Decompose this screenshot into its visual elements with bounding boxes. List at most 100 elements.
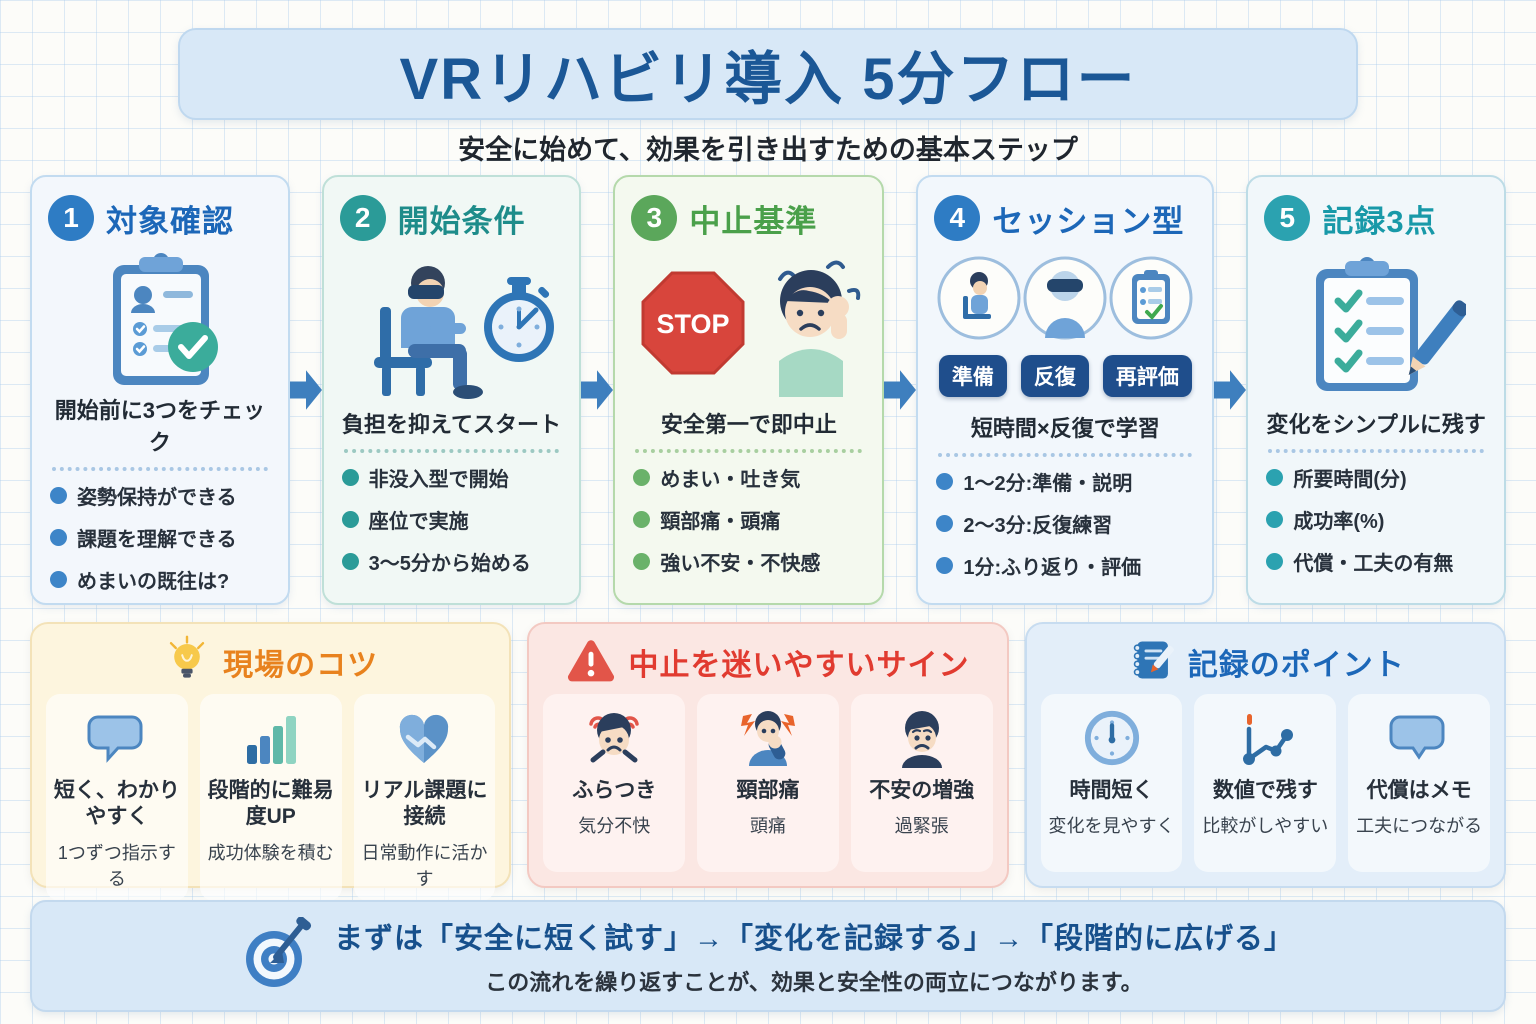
- sign-card-dizzy: ふらつき 気分不快: [543, 694, 686, 872]
- svg-text:STOP: STOP: [657, 309, 730, 339]
- step5-title: 記録3点: [1322, 203, 1437, 239]
- speech-bubble-icon: [1388, 706, 1450, 770]
- divider: [52, 467, 268, 471]
- record-card-title: 数値で残す: [1212, 779, 1318, 802]
- tip-card-difficulty: 段階的に難易度UP 成功体験を積む: [199, 694, 342, 901]
- bullet-dot: [633, 553, 651, 570]
- step4-title: セッション型: [992, 203, 1185, 239]
- footer-banner: まずは「安全に短く試す」→「変化を記録する」→「段階的に広げる」 この流れを繰り…: [30, 900, 1506, 1012]
- step-card-2: 2 開始条件: [321, 175, 582, 605]
- step3-caption: 安全第一で即中止: [660, 412, 837, 437]
- seated-vr-user-stopwatch-icon: [340, 243, 564, 407]
- page-title: VRリハビリ導入 5分フロー: [399, 47, 1137, 112]
- clipboard-check-icon: [48, 243, 272, 393]
- step1-header: 1 対象確認: [48, 195, 272, 241]
- step5-caption: 変化をシンプルに残す: [1266, 412, 1486, 437]
- step-card-3: 3 中止基準 STOP: [613, 175, 885, 605]
- stop-sign-dizzy-person-icon: STOP: [631, 243, 866, 407]
- step2-number-badge: 2: [339, 195, 386, 241]
- step4-header: 4 セッション型: [934, 195, 1196, 241]
- step2-bullets: 非没入型で開始 座位で実施 3〜5分から始める: [340, 461, 564, 576]
- bullet-dot: [341, 469, 359, 486]
- footer-text: まずは「安全に短く試す」→「変化を記録する」→「段階的に広げる」 この流れを繰り…: [334, 915, 1294, 997]
- tip-card-title: 段階的に難易度UP: [207, 779, 334, 829]
- bullet-item: 代償・工夫の有無: [1266, 547, 1486, 576]
- divider: [635, 449, 863, 453]
- step4-caption: 短時間×反復で学習: [970, 416, 1160, 441]
- bullet-dot: [50, 529, 67, 546]
- step-card-4: 4 セッション型: [916, 175, 1215, 605]
- neck-pain-icon: [735, 706, 801, 770]
- bullet-item: 強い不安・不快感: [633, 547, 864, 576]
- bullet-dot: [341, 511, 359, 528]
- step3-header: 3 中止基準: [631, 195, 866, 241]
- panel-tips-header: 現場のコツ: [46, 634, 495, 690]
- bullet-item: 座位で実施: [341, 505, 562, 534]
- notebook-pencil-icon: [1126, 636, 1176, 689]
- bullet-dot: [50, 487, 67, 504]
- bullet-dot: [936, 473, 954, 490]
- bullet-item: 1分:ふり返り・評価: [936, 551, 1194, 580]
- panel-tips: 現場のコツ 短く、わかりやすく 1つずつ指示する: [30, 622, 512, 901]
- step4-number-badge: 4: [934, 195, 981, 241]
- warning-triangle-icon: [566, 637, 616, 688]
- bullet-dot: [633, 511, 651, 528]
- panel-record-header: 記録のポイント: [1041, 634, 1490, 690]
- trend-chart-icon: [1235, 706, 1295, 770]
- target-dart-icon: [242, 915, 312, 996]
- tip-card-speak: 短く、わかりやすく 1つずつ指示する: [46, 694, 188, 901]
- bullet-item: めまいの既往は?: [50, 565, 270, 594]
- record-cards: 時間短く 変化を見やすく 数値で残す: [1040, 694, 1490, 872]
- pill-hanpuku: 反復: [1020, 355, 1089, 397]
- bullet-dot: [341, 553, 359, 570]
- bullet-dot: [936, 515, 954, 532]
- divider: [1268, 449, 1485, 453]
- flow-arrow-icon: [1214, 175, 1247, 605]
- divider: [343, 449, 560, 453]
- panel-signs-header: 中止を迷いやすいサイン: [543, 634, 992, 690]
- lightbulb-icon: [163, 634, 211, 691]
- title-banner: VRリハビリ導入 5分フロー: [178, 28, 1358, 120]
- step5-number-badge: 5: [1264, 195, 1311, 241]
- dizzy-face-icon: [581, 706, 647, 770]
- flow-arrow-icon: [289, 175, 322, 605]
- tip-card-sub: 成功体験を積む: [207, 842, 334, 863]
- sign-card-sub: 頭痛: [750, 816, 786, 837]
- step1-bullets: 姿勢保持ができる 課題を理解できる めまいの既往は?: [48, 479, 272, 594]
- bullet-dot: [1266, 511, 1284, 528]
- panel-record-title: 記録のポイント: [1187, 649, 1405, 682]
- bullet-item: 所要時間(分): [1266, 463, 1486, 492]
- divider: [938, 453, 1193, 457]
- panel-tips-title: 現場のコツ: [223, 649, 379, 682]
- bullet-item: 2〜3分:反復練習: [936, 509, 1194, 538]
- bullet-item: 頸部痛・頭痛: [633, 505, 864, 534]
- clock-icon: [1082, 706, 1142, 770]
- anxious-face-icon: [889, 706, 955, 770]
- flow-arrow-icon: [884, 175, 917, 605]
- step4-bullets: 1〜2分:準備・説明 2〜3分:反復練習 1分:ふり返り・評価: [934, 465, 1196, 580]
- record-card-sub: 工夫につながる: [1356, 816, 1483, 837]
- record-card-memo: 代償はメモ 工夫につながる: [1348, 694, 1490, 872]
- sign-card-anxiety: 不安の増強 過緊張: [850, 694, 993, 872]
- bullet-dot: [633, 469, 651, 486]
- step1-number-badge: 1: [48, 195, 94, 241]
- record-card-numbers: 数値で残す 比較がしやすい: [1194, 694, 1337, 872]
- tip-card-sub: 1つずつ指示する: [57, 842, 176, 889]
- sign-card-sub: 気分不快: [578, 816, 651, 837]
- record-card-title: 代償はメモ: [1366, 779, 1472, 802]
- bullet-item: 課題を理解できる: [50, 523, 270, 552]
- tip-card-sub: 日常動作に活かす: [361, 842, 488, 889]
- step3-bullets: めまい・吐き気 頸部痛・頭痛 強い不安・不快感: [631, 461, 866, 576]
- step-card-1: 1 対象確認: [30, 175, 290, 605]
- bullet-dot: [1266, 553, 1284, 570]
- step5-header: 5 記録3点: [1264, 195, 1488, 241]
- pill-junbi: 準備: [938, 355, 1007, 397]
- footer-main-message: まずは「安全に短く試す」→「変化を記録する」→「段階的に広げる」: [333, 923, 1294, 955]
- record-card-title: 時間短く: [1069, 779, 1154, 802]
- panel-signs-title: 中止を迷いやすいサイン: [628, 649, 970, 682]
- bullet-dot: [1266, 469, 1284, 486]
- sign-card-title: 不安の増強: [869, 779, 975, 802]
- tip-card-real-task: リアル課題に接続 日常動作に活かす: [353, 694, 496, 901]
- sign-card-title: 頸部痛: [736, 779, 800, 802]
